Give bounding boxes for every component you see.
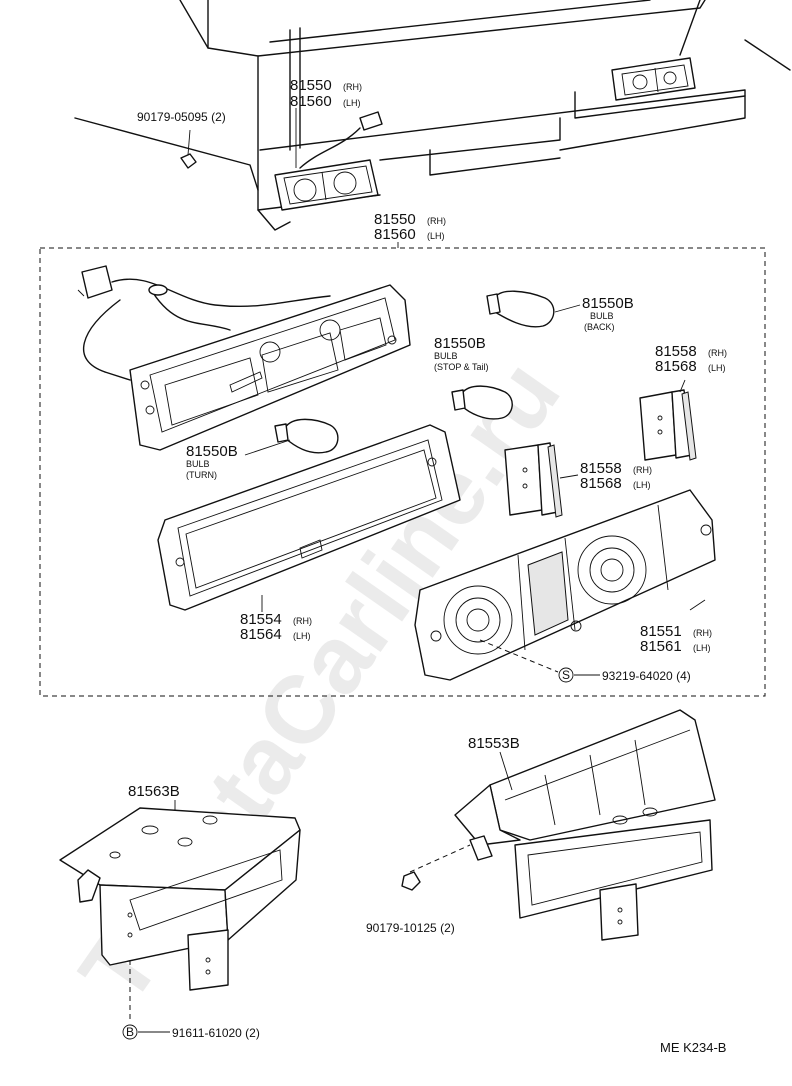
- bolt-symbol: B: [126, 1025, 134, 1039]
- reflector-lower-lh-side: (LH): [633, 480, 651, 490]
- assembly-rh-side: (RH): [427, 216, 446, 226]
- assembly-lh-side: (LH): [427, 231, 445, 241]
- lens-lh-number: 81561: [640, 638, 682, 655]
- lamp-gasket: [157, 424, 461, 611]
- top-lamp-rh-side: (RH): [343, 82, 362, 92]
- bulb-turn-part-number: 81550B: [186, 443, 238, 460]
- bulb-stop-part-number: 81550B: [434, 335, 486, 352]
- top-lamp-lh-side: (LH): [343, 98, 361, 108]
- top-lamp-lh-number: 81560: [290, 93, 332, 110]
- reflector-lower-rh-number: 81558: [580, 460, 622, 477]
- bracket-right-part-number: 81553B: [468, 735, 520, 752]
- bulb-turn: [274, 418, 339, 454]
- bulb-back-part-number: 81550B: [582, 295, 634, 312]
- gasket-rh-number: 81554: [240, 611, 282, 628]
- bolt-symbol-circle: [122, 1024, 138, 1040]
- bulb-back-type: (BACK): [584, 322, 615, 332]
- lens-rh-side: (RH): [693, 628, 712, 638]
- bracket-left: [59, 807, 301, 991]
- bulb-back-caption: BULB: [590, 311, 614, 321]
- nut-part-number: 90179-10125 (2): [366, 921, 455, 935]
- gasket-lh-number: 81564: [240, 626, 282, 643]
- lamp-housing: [77, 265, 411, 451]
- screw-part-number: 93219-64020 (4): [602, 669, 691, 683]
- diagram-code: ME K234-B: [660, 1040, 726, 1055]
- gasket-lh-side: (LH): [293, 631, 311, 641]
- reflector-lower: [504, 442, 563, 518]
- top-bolt-part-number: 90179-05095 (2): [137, 110, 226, 124]
- reflector-lower-rh-side: (RH): [633, 465, 652, 475]
- lamp-lens: [414, 489, 716, 681]
- lens-lh-side: (LH): [693, 643, 711, 653]
- assembly-lh-number: 81560: [374, 226, 416, 243]
- assembly-group-outline: [39, 247, 766, 697]
- screw-symbol: S: [562, 668, 570, 682]
- bulb-stop-caption: BULB: [434, 351, 458, 361]
- reflector-upper-lh-number: 81568: [655, 358, 697, 375]
- nut-icon: [401, 871, 421, 891]
- bracket-right: [454, 709, 716, 941]
- truck-rear-body: [74, 0, 791, 231]
- reflector-upper-rh-number: 81558: [655, 343, 697, 360]
- bulb-stop-tail: [451, 385, 513, 420]
- reflector-upper-rh-side: (RH): [708, 348, 727, 358]
- reflector-upper: [639, 389, 697, 461]
- assembly-rh-number: 81550: [374, 211, 416, 228]
- bracket-left-part-number: 81563B: [128, 783, 180, 800]
- bulb-stop-type: (STOP & Tail): [434, 362, 489, 372]
- reflector-upper-lh-side: (LH): [708, 363, 726, 373]
- bulb-turn-type: (TURN): [186, 470, 217, 480]
- bulb-back: [486, 290, 555, 328]
- lens-rh-number: 81551: [640, 623, 682, 640]
- bulb-turn-caption: BULB: [186, 459, 210, 469]
- screw-symbol-circle: [558, 667, 574, 683]
- top-lamp-rh-number: 81550: [290, 77, 332, 94]
- gasket-rh-side: (RH): [293, 616, 312, 626]
- bolt-part-number: 91611-61020 (2): [172, 1026, 260, 1040]
- reflector-lower-lh-number: 81568: [580, 475, 622, 492]
